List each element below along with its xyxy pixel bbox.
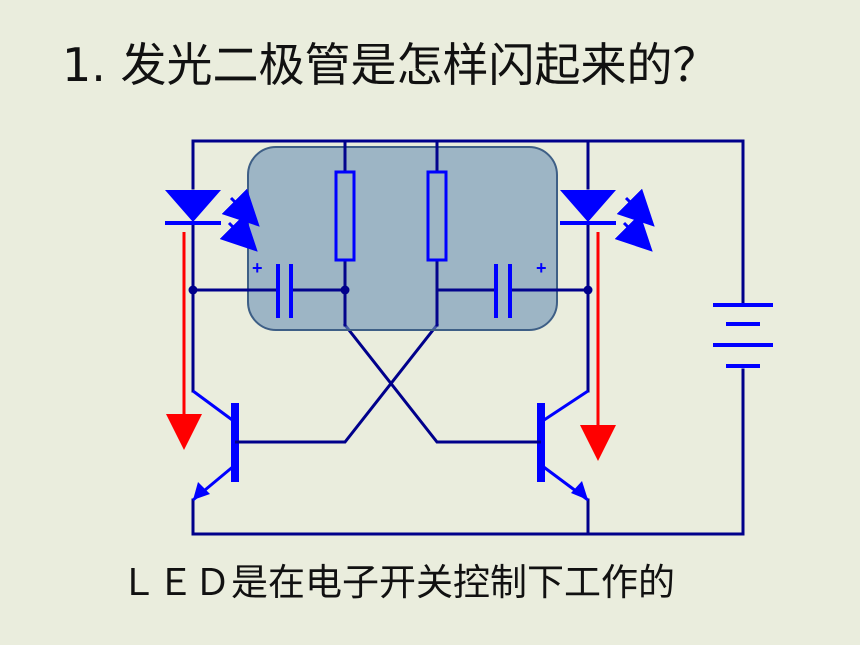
- right-capacitor: +: [494, 258, 547, 318]
- right-led-icon: [560, 188, 655, 252]
- right-transistor: [493, 389, 589, 502]
- slide-caption: ＬＥＤ是在电子开关控制下工作的: [120, 561, 675, 604]
- slide-title: 1. 发光二极管是怎样闪起来的？: [62, 38, 719, 92]
- battery-icon: [713, 303, 773, 368]
- right-capacitor-plus: +: [536, 258, 547, 278]
- junction-dots: [188, 285, 593, 295]
- left-capacitor-plus: +: [252, 258, 263, 278]
- left-transistor: [192, 389, 288, 502]
- left-capacitor: +: [252, 258, 293, 318]
- right-resistor: [426, 170, 448, 262]
- current-arrows: [166, 232, 616, 461]
- left-led-icon: [165, 188, 260, 252]
- left-resistor: [334, 170, 356, 262]
